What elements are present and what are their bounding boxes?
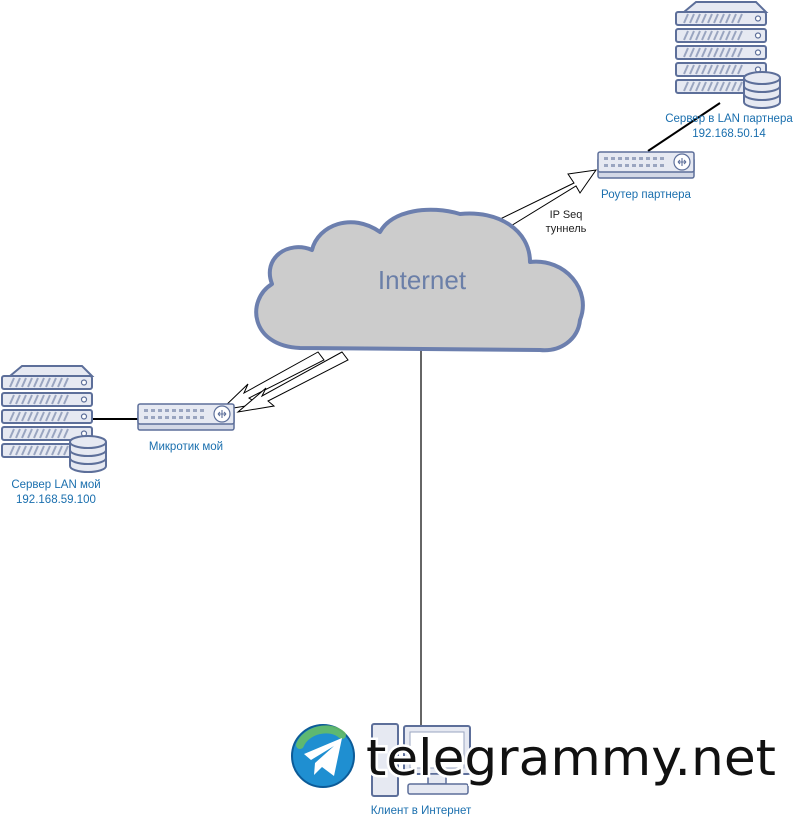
- tunnel-label-line2: туннель: [546, 223, 587, 235]
- partner-server-icon: [676, 2, 780, 108]
- partner-server-label-ip: 192.168.50.14: [692, 128, 766, 140]
- my-router-icon: [137, 403, 235, 431]
- client-computer-icon: [371, 723, 471, 797]
- partner-router-icon: [597, 151, 695, 179]
- partner-server-label-name: Сервер в LAN партнера: [665, 113, 793, 125]
- my-server-label-ip: 192.168.59.100: [16, 494, 96, 506]
- telegram-logo-icon: [291, 724, 355, 788]
- internet-cloud-label: Internet: [378, 265, 467, 295]
- tunnel-arrow-my-upper: [219, 351, 325, 411]
- watermark-text: telegrammy.net: [366, 729, 776, 787]
- tunnel-label-line1: IP Seq: [550, 209, 583, 221]
- client-label: Клиент в Интернет: [371, 805, 472, 817]
- my-router-label: Микротик мой: [149, 441, 223, 453]
- tunnel-arrow-my-lower: [236, 351, 349, 413]
- partner-router-label: Роутер партнера: [601, 189, 691, 201]
- my-server-label-name: Сервер LAN мой: [11, 479, 100, 491]
- internet-cloud-shape: [254, 207, 585, 353]
- link-partner-server-router: [647, 102, 721, 152]
- my-server-icon: [2, 366, 106, 472]
